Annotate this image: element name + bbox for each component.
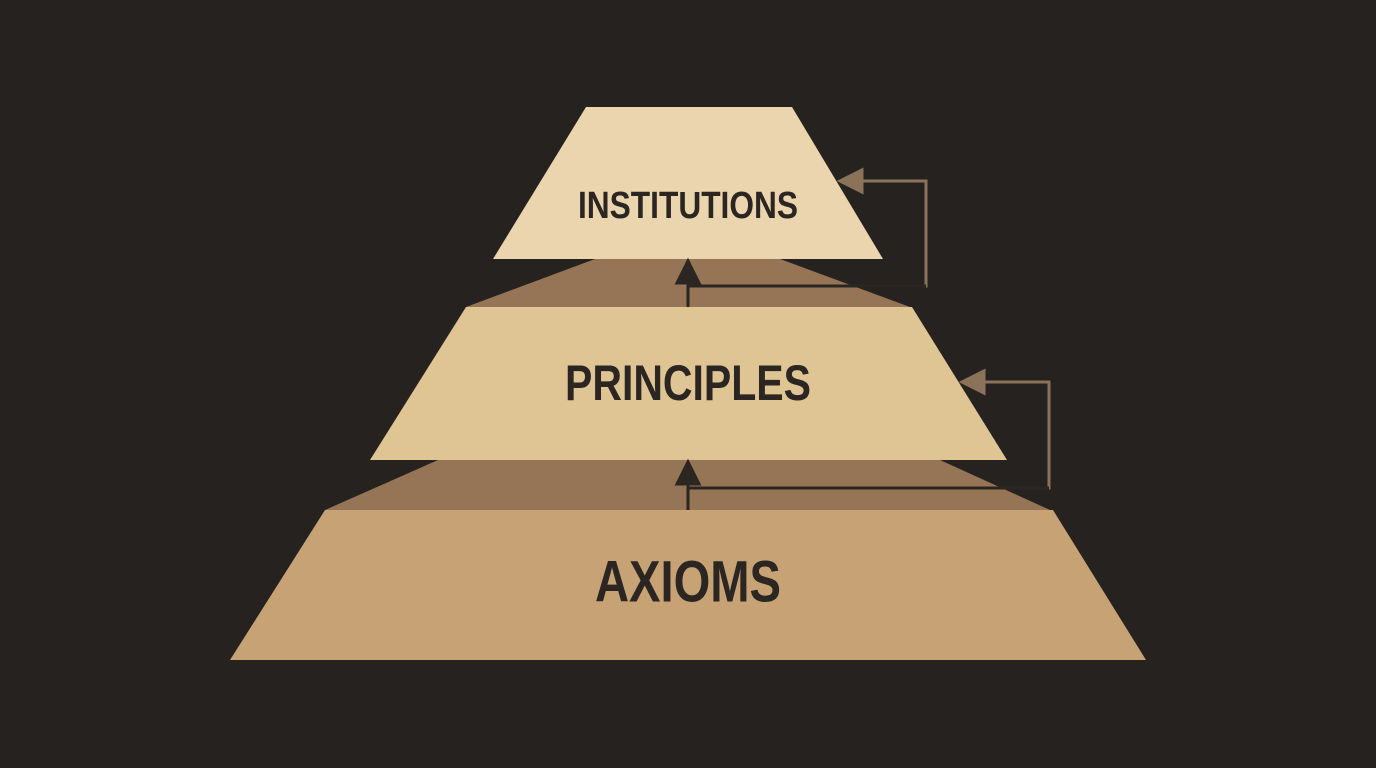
tier-axioms: [230, 510, 1146, 660]
tier-institutions: [493, 107, 883, 259]
label-principles: PRINCIPLES: [565, 355, 811, 411]
label-axioms: AXIOMS: [595, 550, 781, 615]
label-institutions: INSTITUTIONS: [578, 185, 798, 227]
tier-principles: [370, 307, 1007, 460]
